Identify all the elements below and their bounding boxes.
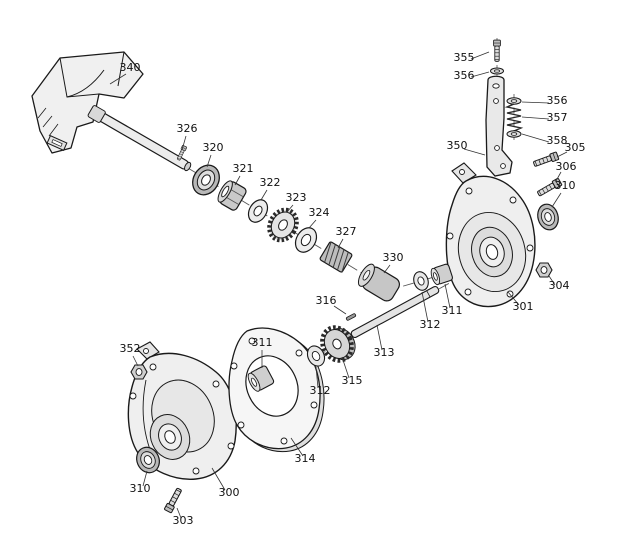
part-label-321: 321 — [233, 162, 254, 175]
part-355-bolt — [493, 39, 501, 62]
part-303-screw — [163, 486, 184, 514]
part-label-352: 352 — [120, 342, 141, 355]
part-301-gear-case-right — [445, 162, 536, 308]
part-label-350: 350 — [447, 139, 468, 152]
part-321-coupling — [217, 180, 247, 211]
part-312-washer-upper — [413, 271, 429, 291]
part-350-bracket — [485, 75, 513, 177]
part-label-313: 313 — [374, 346, 395, 359]
part-label-303: 303 — [173, 514, 194, 527]
part-340-shaft — [87, 105, 192, 172]
part-label-310-left: 310 — [130, 482, 151, 495]
part-320-bearing — [192, 164, 220, 196]
part-label-316: 316 — [316, 294, 337, 307]
part-313-shaft — [350, 285, 440, 339]
part-label-300: 300 — [219, 486, 240, 499]
part-label-304: 304 — [549, 279, 570, 292]
part-label-312-lower: 312 — [310, 384, 331, 397]
part-324-washer — [294, 227, 318, 253]
part-label-314: 314 — [295, 452, 316, 465]
part-315-gear — [320, 325, 356, 363]
part-label-312-upper: 312 — [420, 318, 441, 331]
part-label-311-upper: 311 — [442, 304, 463, 317]
part-label-358: 358 — [547, 134, 568, 147]
part-label-315: 315 — [342, 374, 363, 387]
part-label-355: 355 — [454, 51, 475, 64]
part-357-spring — [504, 103, 524, 132]
part-label-322: 322 — [260, 176, 281, 189]
part-label-356-right: 356 — [547, 94, 568, 107]
part-label-340: 340 — [120, 61, 141, 74]
part-356-washer-stack — [506, 97, 522, 105]
part-label-357: 357 — [547, 111, 568, 124]
part-340-housing-bracket — [31, 51, 144, 154]
part-358-washer — [506, 130, 522, 138]
part-300-gear-case-left — [127, 341, 237, 480]
part-label-356-left: 356 — [454, 69, 475, 82]
part-label-311-left: 311 — [252, 336, 273, 349]
part-label-306: 306 — [556, 160, 577, 173]
part-304-nut — [535, 262, 553, 278]
part-label-323: 323 — [286, 191, 307, 204]
part-310-bearing-right — [537, 203, 559, 231]
part-label-330: 330 — [383, 251, 404, 264]
part-311-bushing-left — [247, 365, 275, 392]
part-label-301: 301 — [513, 300, 534, 313]
part-label-327: 327 — [336, 225, 357, 238]
part-352-nut — [130, 364, 148, 380]
part-312-washer-lower — [306, 345, 326, 367]
part-label-326: 326 — [177, 122, 198, 135]
part-label-305: 305 — [565, 141, 586, 154]
part-323-star-washer — [267, 207, 299, 243]
leader-lines — [109, 51, 568, 519]
part-label-310-right: 310 — [555, 179, 576, 192]
part-327-worm-gear — [319, 241, 353, 273]
part-356-washer-left — [490, 67, 504, 75]
part-330-spacer — [357, 263, 401, 302]
part-316-pin — [345, 313, 357, 321]
part-311-bushing-upper — [430, 263, 454, 286]
part-310-bearing-left — [136, 446, 160, 474]
part-322-washer — [247, 199, 269, 223]
part-label-324: 324 — [309, 206, 330, 219]
part-label-320: 320 — [203, 141, 224, 154]
part-labels: 340 326 320 321 322 323 324 327 330 316 … — [120, 51, 586, 527]
